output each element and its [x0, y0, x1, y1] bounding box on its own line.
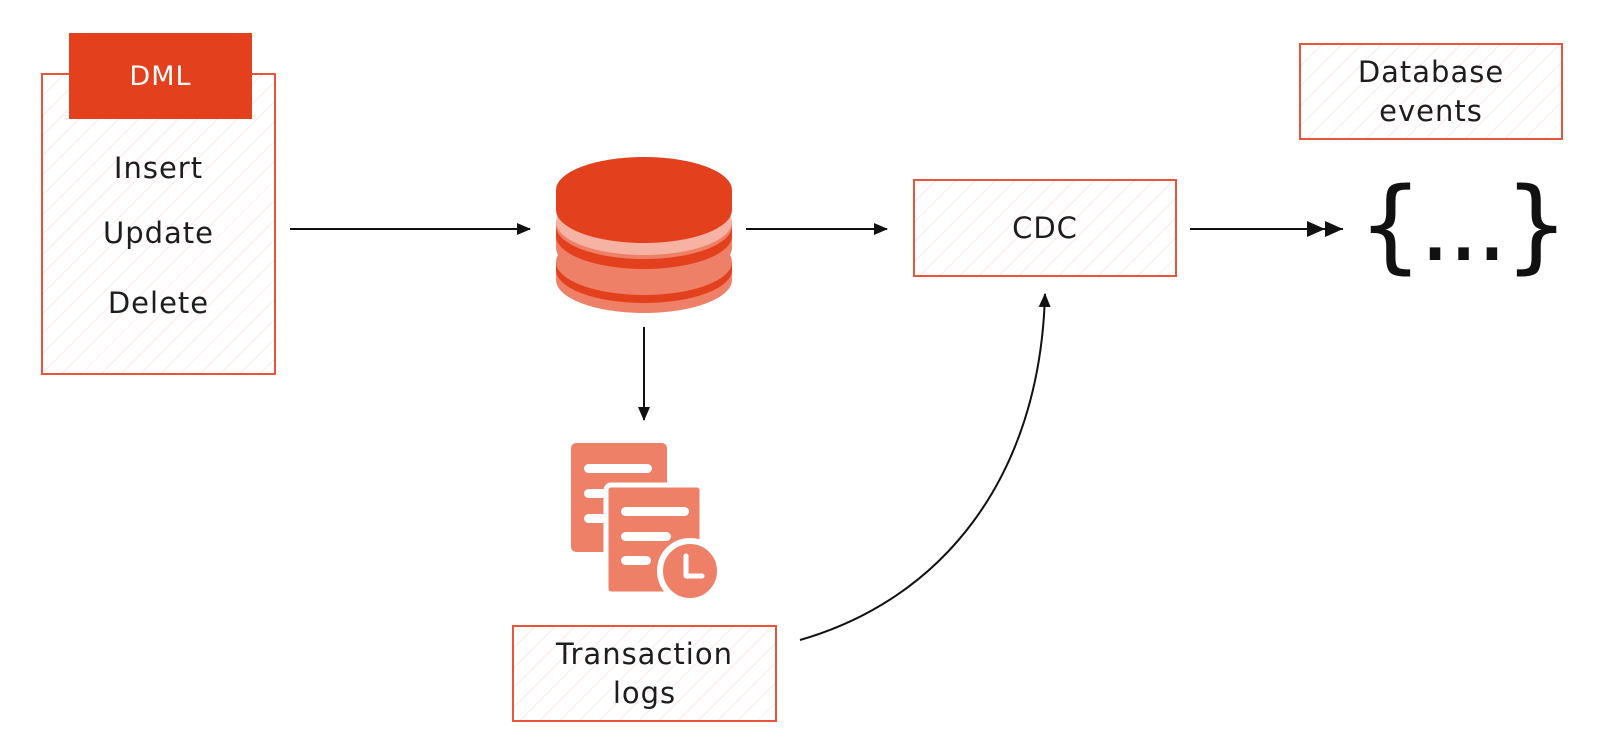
- cdc-box: CDC: [913, 179, 1177, 277]
- clock-icon: [657, 538, 723, 604]
- database-events-line1: Database: [1357, 54, 1505, 89]
- dml-title: DML: [129, 60, 192, 92]
- database-events-line2: events: [1379, 93, 1483, 128]
- transaction-logs-line2: logs: [612, 675, 677, 710]
- json-braces-icon: {...}: [1358, 166, 1569, 285]
- dml-box: [41, 73, 276, 375]
- transaction-logs-box: Transaction logs: [512, 625, 777, 722]
- dml-operation-insert: Insert: [113, 151, 204, 185]
- cdc-label: CDC: [1012, 210, 1078, 245]
- database-icon: [556, 157, 732, 313]
- arrow-logs-to-cdc: [799, 293, 1051, 641]
- transaction-logs-line1: Transaction: [556, 636, 733, 671]
- transaction-log-icon: [571, 443, 723, 604]
- database-events-box: Database events: [1299, 43, 1563, 140]
- dml-operation-update: Update: [102, 216, 215, 250]
- dml-header: DML: [69, 33, 252, 119]
- dml-operation-delete: Delete: [107, 286, 210, 320]
